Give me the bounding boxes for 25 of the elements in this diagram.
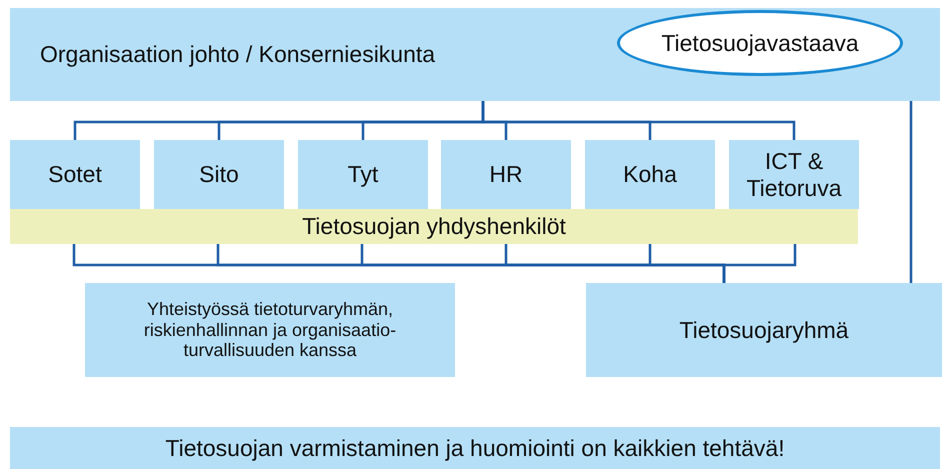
node-text: Tietosuojan varmistaminen ja huomiointi on kaikkien tehtävä! bbox=[165, 434, 785, 462]
department-box bbox=[154, 140, 284, 209]
footer-banner bbox=[10, 427, 940, 469]
department-box bbox=[10, 140, 140, 209]
node-text: Sotet bbox=[48, 161, 102, 188]
connector-line bbox=[722, 244, 796, 283]
node-text: Koha bbox=[623, 161, 677, 188]
node-text: ICT & Tietoruva bbox=[745, 148, 843, 201]
node-text: Tyt bbox=[348, 161, 378, 188]
node-text: Organisaation johto / Konserniesikunta bbox=[40, 41, 436, 68]
department-box bbox=[729, 140, 859, 209]
node-text: Tietosuojan yhdyshenkilöt bbox=[302, 213, 566, 240]
management-band bbox=[10, 8, 940, 101]
contact-strip bbox=[10, 209, 858, 244]
connector-line bbox=[910, 101, 912, 283]
node-text: Yhteistyössä tietoturvaryhmän, riskienhallinnan ja organisaatio-turvallisuuden kanssa bbox=[142, 298, 398, 362]
team-box bbox=[586, 283, 942, 377]
node-text: Tietosuojaryhmä bbox=[679, 316, 849, 344]
department-box bbox=[441, 140, 571, 209]
node-text: HR bbox=[489, 161, 523, 188]
department-box bbox=[298, 140, 428, 209]
node-text: Sito bbox=[199, 161, 239, 188]
department-box bbox=[585, 140, 715, 209]
note-box bbox=[85, 283, 455, 377]
node-text: Tietosuojavastaava bbox=[661, 30, 859, 56]
